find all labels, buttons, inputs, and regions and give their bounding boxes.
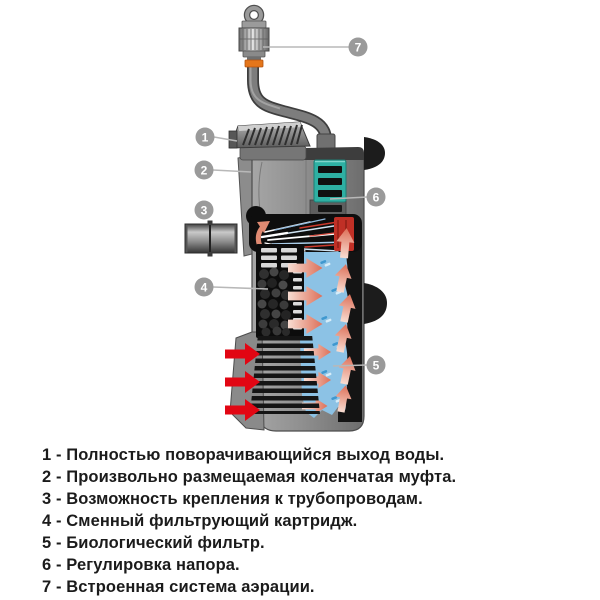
callout-3: 3 xyxy=(194,200,214,220)
legend: 1 - Полностью поворачивающийся выход вод… xyxy=(42,444,590,598)
legend-number: 4 xyxy=(42,512,52,530)
legend-separator: - xyxy=(51,556,67,574)
legend-text: Биологический фильтр. xyxy=(66,534,265,552)
callout-2: 2 xyxy=(194,160,252,180)
orange-ring xyxy=(244,59,264,68)
legend-separator: - xyxy=(51,490,67,508)
legend-item-6: 6 - Регулировка напора. xyxy=(42,554,590,576)
legend-text: Полностью поворачивающийся выход воды. xyxy=(66,446,445,464)
callout-number: 7 xyxy=(355,41,362,55)
legend-number: 5 xyxy=(42,534,52,552)
legend-item-3: 3 - Возможность крепления к трубопровода… xyxy=(42,488,590,510)
callout-6: 6 xyxy=(329,187,386,207)
callout-5: 5 xyxy=(332,355,386,375)
legend-item-4: 4 - Сменный фильтрующий картридж. xyxy=(42,510,590,532)
legend-text: Сменный фильтрующий картридж. xyxy=(66,512,358,530)
filter-cutaway-diagram: 1 2 3 4 5 6 7 xyxy=(184,4,387,432)
sponge-pebbles xyxy=(257,267,291,337)
callout-number: 4 xyxy=(201,281,208,295)
legend-separator: - xyxy=(51,468,67,486)
callout-number: 1 xyxy=(202,131,209,145)
legend-separator: - xyxy=(51,446,67,464)
callout-circle xyxy=(194,160,214,180)
callout-number: 2 xyxy=(201,164,208,178)
air-hose xyxy=(247,58,336,156)
legend-item-2: 2 - Произвольно размещаемая коленчатая м… xyxy=(42,466,590,488)
legend-number: 6 xyxy=(42,556,52,574)
legend-separator: - xyxy=(51,578,67,596)
callout-circle xyxy=(194,277,214,297)
legend-item-5: 5 - Биологический фильтр. xyxy=(42,532,590,554)
legend-separator: - xyxy=(51,512,67,530)
callout-1: 1 xyxy=(195,127,238,147)
callout-7: 7 xyxy=(263,37,368,57)
callouts: 1 2 3 4 5 6 7 xyxy=(194,37,386,375)
mounting-pipe xyxy=(184,220,238,257)
legend-item-7: 7 - Встроенная система аэрации. xyxy=(42,576,590,598)
callout-circle xyxy=(366,187,386,207)
legend-number: 1 xyxy=(42,446,52,464)
callout-circle xyxy=(195,127,215,147)
suction-cup-upper xyxy=(364,137,385,170)
legend-number: 2 xyxy=(42,468,52,486)
callout-circle xyxy=(366,355,386,375)
impeller-chamber xyxy=(246,206,362,259)
legend-text: Регулировка напора. xyxy=(66,556,240,574)
legend-text: Встроенная система аэрации. xyxy=(66,578,315,596)
callout-number: 5 xyxy=(373,359,380,373)
legend-number: 7 xyxy=(42,578,52,596)
callout-number: 6 xyxy=(373,191,380,205)
legend-separator: - xyxy=(51,534,67,552)
callout-number: 3 xyxy=(201,204,208,218)
intake-grille xyxy=(250,336,320,414)
legend-item-1: 1 - Полностью поворачивающийся выход вод… xyxy=(42,444,590,466)
legend-text: Произвольно размещаемая коленчатая муфта… xyxy=(66,468,457,486)
suction-cup-lower xyxy=(364,283,387,324)
aeration-valve xyxy=(238,4,270,68)
filter-unit xyxy=(228,4,387,432)
callout-circle xyxy=(194,200,214,220)
outlet-diffuser xyxy=(228,121,311,161)
callout-circle xyxy=(348,37,368,57)
legend-number: 3 xyxy=(42,490,52,508)
callout-4: 4 xyxy=(194,277,269,297)
intake-arrows xyxy=(225,343,260,421)
legend-text: Возможность крепления к трубопроводам. xyxy=(66,490,423,508)
diffuser-ribs xyxy=(242,124,303,146)
